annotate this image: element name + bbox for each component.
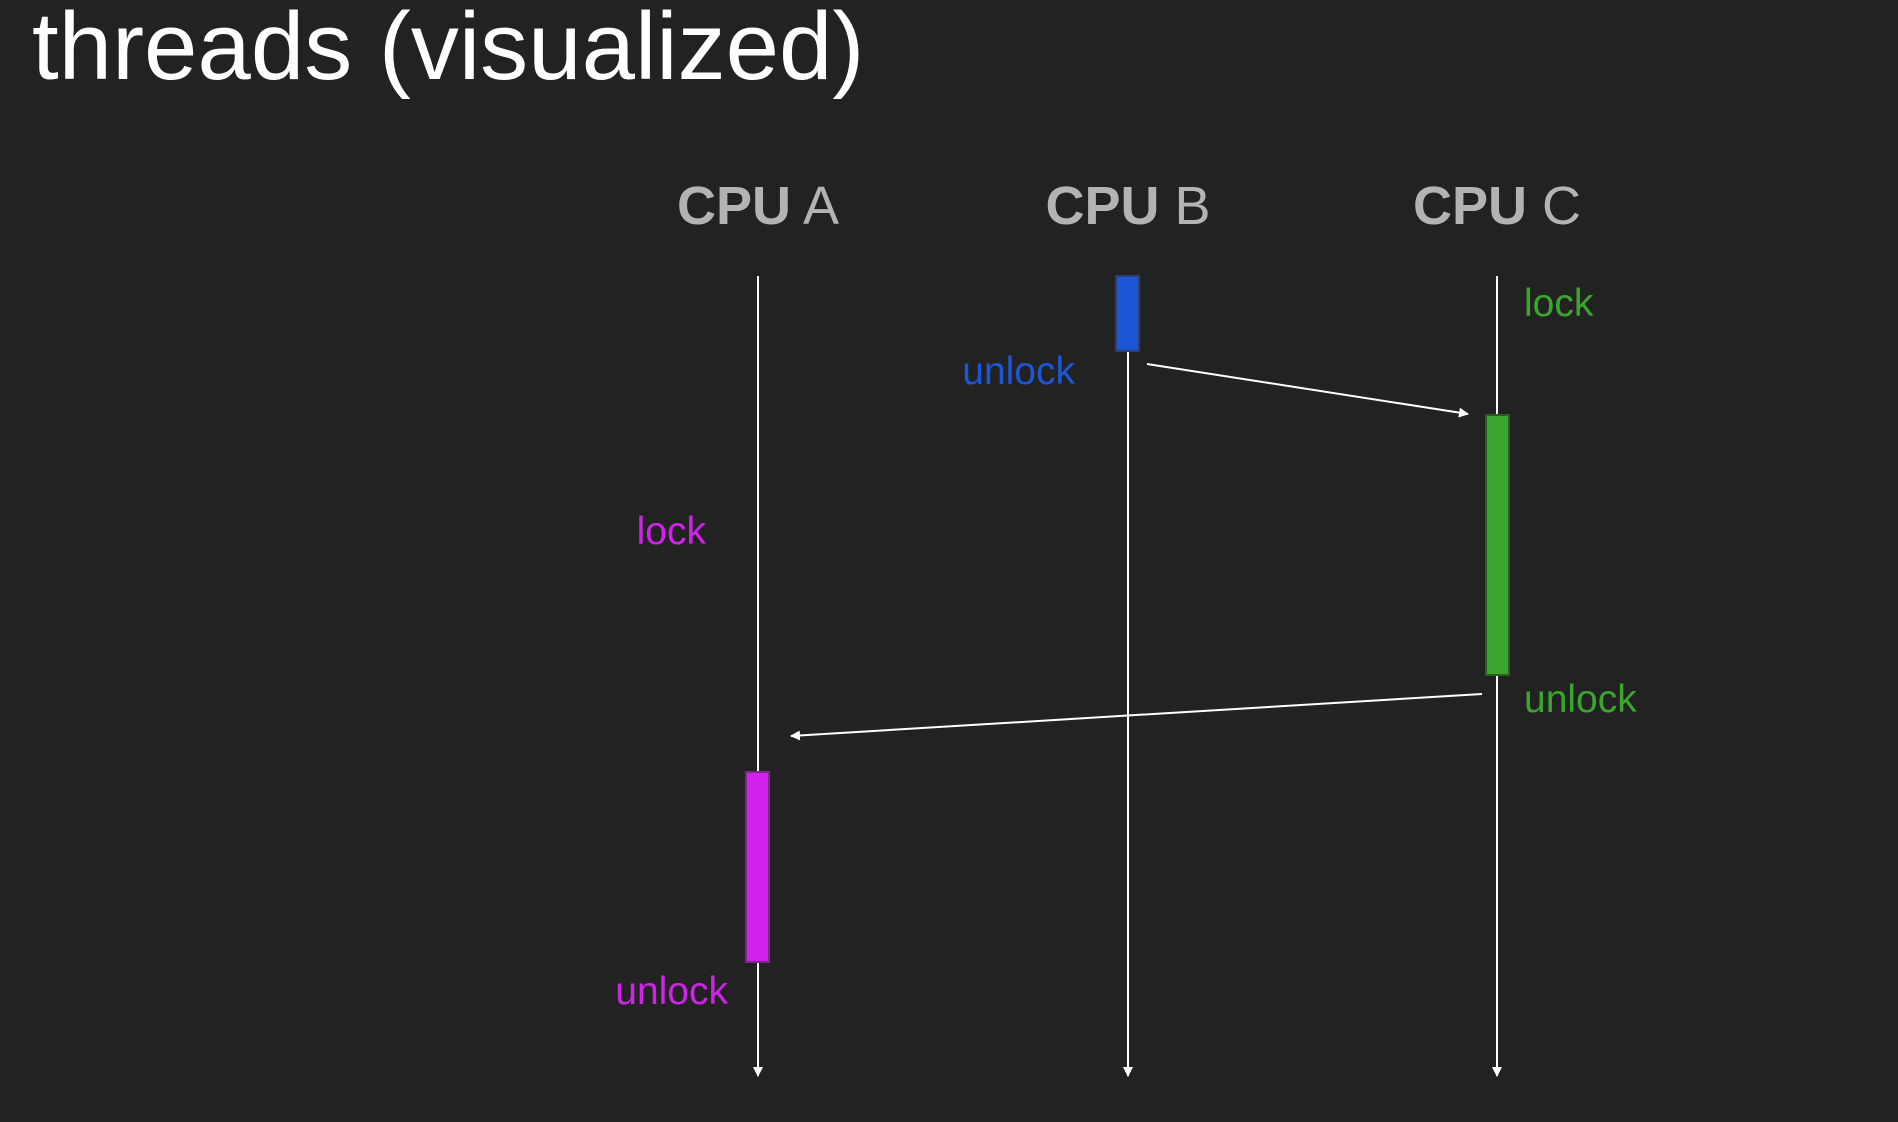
slide-title: threads (visualized)	[32, 0, 865, 100]
cpu-b-unlock-label: unlock	[962, 350, 1075, 393]
cpu-a-header-letter: A	[803, 176, 839, 236]
handoff-arrow-b-to-c	[1146, 363, 1469, 418]
cpu-b-header: CPU B	[1045, 176, 1210, 236]
cpu-b-lock-bar	[1115, 275, 1140, 352]
cpu-a-header-prefix: CPU	[677, 176, 791, 236]
cpu-a-header: CPU A	[677, 176, 839, 236]
cpu-a-lock-label: lock	[637, 510, 707, 553]
cpu-b-header-letter: B	[1175, 176, 1211, 236]
cpu-c-lock-label: lock	[1524, 282, 1594, 325]
cpu-c-header-prefix: CPU	[1413, 176, 1527, 236]
cpu-a-lock-bar	[745, 771, 770, 963]
cpu-b-header-prefix: CPU	[1045, 176, 1159, 236]
handoff-arrow-c-to-a	[790, 693, 1483, 741]
cpu-c-lock-bar	[1485, 414, 1510, 676]
cpu-c-unlock-label: unlock	[1524, 678, 1637, 721]
cpu-a-unlock-label: unlock	[615, 970, 728, 1013]
cpu-c-header-letter: C	[1542, 176, 1581, 236]
cpu-c-header: CPU C	[1413, 176, 1581, 236]
